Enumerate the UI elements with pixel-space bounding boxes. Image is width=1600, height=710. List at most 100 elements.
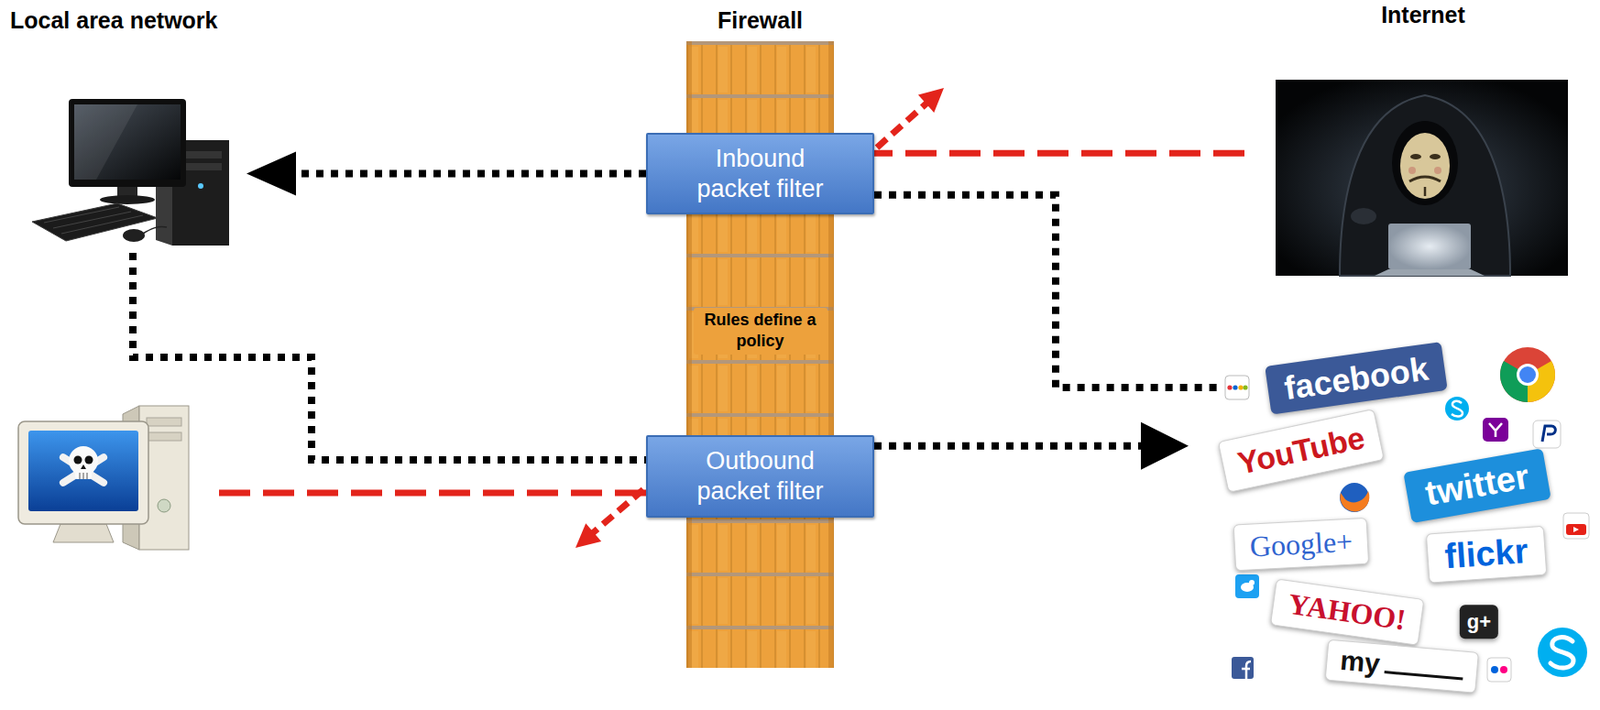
paypal-icon: [1533, 420, 1561, 449]
screen-glare: [74, 104, 138, 180]
rejected-deflection: [876, 102, 928, 148]
firefox-icon: [1339, 482, 1370, 513]
logo-tile: g+: [1459, 604, 1499, 639]
firewall-wall: FirewallRules define a policyInbound pac…: [686, 41, 834, 669]
logo-text: YAHOO!: [1286, 587, 1408, 637]
ebay-dot: [1227, 384, 1232, 390]
desktop-computer: [32, 98, 230, 246]
mouse-cable: [142, 226, 167, 234]
paypal-mark: [1542, 426, 1556, 442]
rejected-arrowhead: [575, 523, 602, 548]
rejected-deflection: [591, 489, 644, 534]
chrome-icon: [1500, 347, 1556, 403]
twitter-bird-head: [1249, 580, 1255, 586]
key-row: [43, 207, 120, 223]
packet-filter-box: Inbound packet filter: [646, 132, 875, 215]
yahoo-mark: [1489, 423, 1502, 438]
chrome-ring: [1516, 363, 1539, 386]
column-heading: Local area network: [10, 6, 218, 34]
logo-tile: twitter: [1402, 448, 1551, 524]
skull-tooth: [87, 472, 88, 480]
skull-tooth: [79, 472, 81, 480]
arrowhead: [1140, 422, 1189, 471]
heading-wrap: Internet: [1380, 0, 1466, 29]
ebay-dot: [1238, 384, 1243, 390]
hood-opening: [1391, 120, 1458, 206]
logo-text: twitter: [1422, 457, 1533, 516]
mask: [1400, 132, 1450, 199]
blocked-outbound-line: [219, 490, 647, 497]
facebook-icon-small: [1231, 657, 1254, 680]
ebay-dot: [1232, 384, 1238, 390]
monitor-screen: [74, 104, 181, 180]
filter-label: Inbound packet filter: [678, 143, 844, 205]
firefox-fox: [1339, 491, 1370, 512]
monitor-base: [99, 195, 155, 205]
youtube-play: [1573, 526, 1579, 533]
heading-wrap: Local area network: [10, 6, 218, 34]
allowed-outbound-source-line: [132, 252, 647, 461]
filter-label: Outbound packet filter: [678, 446, 844, 507]
logo-text: flickr: [1443, 531, 1530, 578]
skull-tooth: [83, 472, 85, 480]
blocked-inbound-line: [874, 150, 1245, 157]
ebay-dot: [1242, 384, 1248, 390]
logo-tile: my: [1325, 639, 1480, 694]
infected-computer: [18, 405, 189, 550]
mask-moustache: [1409, 176, 1441, 182]
blank-underline: [1384, 670, 1464, 680]
policy-text: Rules define a policy: [693, 307, 828, 355]
monitor-frame: [18, 421, 149, 525]
youtube-mark: [1566, 524, 1587, 536]
keyboard: [32, 203, 158, 242]
key-row: [53, 211, 132, 229]
wall-text-wrap: Rules define a policy: [686, 307, 834, 355]
monitor-frame: [68, 98, 187, 187]
allowed-inbound-line: [295, 170, 647, 178]
wall-heading-wrap: Firewall: [613, 6, 908, 34]
monitor-stand: [53, 524, 114, 543]
allowed-inbound-source-line: [874, 195, 1222, 388]
pointing-hand: [1350, 208, 1377, 225]
mask-cheek: [1434, 166, 1442, 175]
skype-icon-small: [1445, 396, 1469, 421]
flickr-dot: [1490, 666, 1499, 674]
logo-tile: Google+: [1233, 517, 1370, 571]
power-button: [157, 499, 171, 513]
power-led: [197, 183, 204, 189]
logo-text: g+: [1467, 610, 1491, 634]
column-heading: Internet: [1380, 0, 1466, 29]
logo-text: facebook: [1282, 350, 1431, 408]
youtube-icon-small: [1563, 513, 1590, 539]
logo-tile: YAHOO!: [1270, 579, 1425, 647]
yahoo-icon-small: [1482, 417, 1509, 442]
monitor-screen: [28, 430, 139, 512]
drive-bay: [146, 432, 182, 441]
ebay-icon: [1225, 375, 1250, 400]
flickr-icon-small: [1487, 657, 1512, 682]
laptop-base: [1374, 269, 1485, 276]
logo-text: Google+: [1249, 525, 1354, 565]
mask-cheek: [1408, 166, 1416, 175]
drive-bay: [146, 417, 182, 427]
logo-text: YouTube: [1234, 419, 1368, 482]
skull-jaw: [75, 469, 92, 480]
mouse: [122, 229, 145, 242]
allowed-outbound-line: [874, 442, 1141, 450]
packet-filter-box: Outbound packet filter: [646, 435, 875, 518]
skype-mark: [1451, 401, 1463, 417]
skull-eye: [85, 456, 94, 465]
logo-tile: flickr: [1425, 526, 1547, 584]
logo-tile: facebook: [1264, 341, 1448, 416]
node-heading: Firewall: [717, 6, 803, 34]
skype-icon: [1537, 627, 1588, 678]
hood: [1339, 95, 1511, 276]
hacker-picture: [1275, 79, 1568, 276]
laptop-lid: [1388, 223, 1471, 270]
mask-beard: [1424, 186, 1427, 197]
rejected-arrowhead: [918, 87, 944, 113]
skype-mark: [1550, 637, 1574, 669]
logo-text: my: [1338, 645, 1381, 680]
mask-eye: [1429, 153, 1441, 160]
